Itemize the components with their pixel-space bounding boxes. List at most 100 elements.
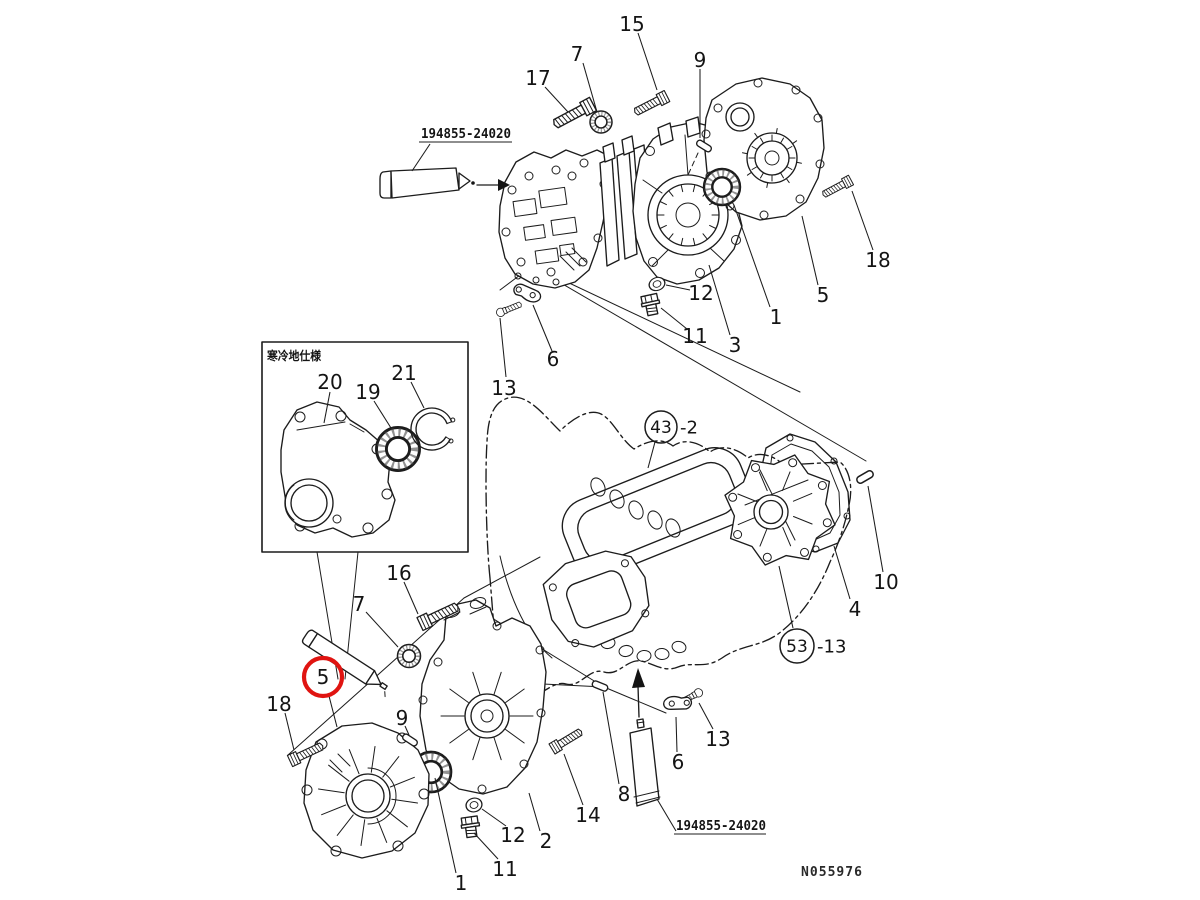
bolt-17 — [549, 96, 598, 132]
sealant-tube-diagonal — [301, 629, 388, 698]
svg-text:12: 12 — [500, 823, 525, 847]
callout-18: 18 — [266, 692, 295, 751]
callout-3: 3 — [708, 264, 742, 357]
svg-text:9: 9 — [396, 706, 409, 730]
svg-text:1: 1 — [455, 871, 468, 895]
callout-11: 11 — [660, 307, 708, 348]
svg-text:5: 5 — [817, 283, 830, 307]
inset-cover-20 — [280, 401, 396, 538]
svg-text:8: 8 — [618, 782, 631, 806]
callout-9: 9 — [396, 706, 410, 736]
finned-front-cover — [301, 722, 430, 859]
clamp-6-bottom — [660, 686, 695, 720]
svg-text:14: 14 — [575, 803, 600, 827]
callout-1: 1 — [434, 777, 468, 895]
svg-text:3: 3 — [729, 333, 742, 357]
callout-circle — [644, 410, 678, 444]
callout-2: 2 — [528, 792, 553, 853]
callout-13: 13 — [698, 702, 731, 751]
sealant-part-number-bottom: 194855-24020 — [656, 798, 766, 835]
callout-4: 4 — [833, 545, 862, 621]
part-number-labels: 194855-24020 194855-24020 — [411, 127, 766, 835]
svg-text:2: 2 — [540, 829, 553, 853]
callout-suffix: -2 — [680, 418, 698, 439]
drain-plug-11-top — [639, 292, 663, 318]
svg-text:194855-24020: 194855-24020 — [676, 819, 766, 834]
svg-text:7: 7 — [353, 592, 366, 616]
oil-seal-1-top — [704, 169, 740, 205]
callout-15: 15 — [619, 12, 658, 91]
callout-53-13: 53-13 — [778, 565, 846, 664]
svg-text:7: 7 — [571, 42, 584, 66]
svg-text:9: 9 — [694, 48, 707, 72]
svg-text:11: 11 — [492, 857, 517, 881]
bolt-15 — [631, 89, 671, 119]
sealant-tube-bottom — [629, 668, 661, 807]
pin-9-alignment-line — [687, 152, 699, 176]
svg-text:19: 19 — [355, 380, 380, 404]
apply-direction-arrow-head — [498, 179, 510, 191]
svg-text:6: 6 — [672, 750, 685, 774]
callout-12: 12 — [665, 281, 714, 305]
svg-text:194855-24020: 194855-24020 — [421, 127, 511, 142]
svg-text:12: 12 — [688, 281, 713, 305]
svg-text:18: 18 — [865, 248, 890, 272]
phantom-transmission-case — [485, 396, 852, 696]
figure-number: N055976 — [801, 865, 863, 880]
callout-17: 17 — [525, 66, 569, 113]
sealant-part-number-top: 194855-24020 — [411, 127, 512, 172]
callout-14: 14 — [563, 753, 601, 827]
bolt-18-top — [820, 174, 855, 201]
callout-43-2: 43-2 — [644, 410, 698, 469]
callout-6: 6 — [672, 716, 685, 774]
svg-text:13: 13 — [491, 376, 516, 400]
middle-case-2 — [418, 597, 547, 795]
drain-plug-11-bottom — [459, 815, 482, 839]
sealant-tube-top — [379, 167, 510, 199]
svg-text:17: 17 — [525, 66, 550, 90]
callout-10: 10 — [867, 485, 899, 594]
inset-oil-seal-19 — [377, 428, 420, 471]
svg-text:11: 11 — [682, 324, 707, 348]
svg-text:18: 18 — [266, 692, 291, 716]
highlight-circle — [301, 655, 345, 699]
seal-ring-7-bottom — [398, 645, 421, 668]
svg-text:13: 13 — [705, 727, 730, 751]
svg-text:6: 6 — [547, 347, 560, 371]
svg-text:15: 15 — [619, 12, 644, 36]
callout-9: 9 — [694, 48, 707, 138]
callout-11: 11 — [473, 832, 518, 881]
callout-21: 21 — [391, 361, 425, 409]
callout-13: 13 — [491, 317, 517, 400]
callout-20: 20 — [317, 370, 343, 424]
svg-text:10: 10 — [873, 570, 898, 594]
svg-text:53: 53 — [786, 637, 808, 657]
callout-1: 1 — [733, 204, 782, 329]
callout-16: 16 — [386, 561, 419, 615]
bolt-13-top — [494, 299, 524, 319]
callout-12: 12 — [481, 808, 526, 847]
front-case-half — [498, 149, 614, 289]
apply-direction-arrow-head-2 — [632, 668, 645, 688]
callout-6: 6 — [532, 304, 560, 371]
side-cover-plate — [542, 550, 650, 648]
svg-text:21: 21 — [391, 361, 416, 385]
inset-snap-ring-21 — [410, 407, 456, 451]
svg-text:4: 4 — [849, 597, 862, 621]
bolt-14 — [548, 725, 585, 755]
seal-ring-7-top — [590, 111, 612, 133]
top-transfer-assembly — [379, 77, 855, 319]
callout-circle — [779, 628, 815, 664]
callout-5: 5 — [801, 215, 830, 307]
rear-bearing-cover-53-13 — [724, 454, 836, 566]
inset-note-text: 寒冷地仕様 — [266, 348, 322, 363]
callout-7: 7 — [353, 592, 399, 648]
svg-text:16: 16 — [386, 561, 411, 585]
callout-18: 18 — [851, 190, 891, 272]
washer-12-bottom — [463, 795, 485, 815]
apply-direction-arrow-shaft-2 — [637, 685, 640, 718]
highlighted-callout-5: 5 — [301, 655, 345, 728]
